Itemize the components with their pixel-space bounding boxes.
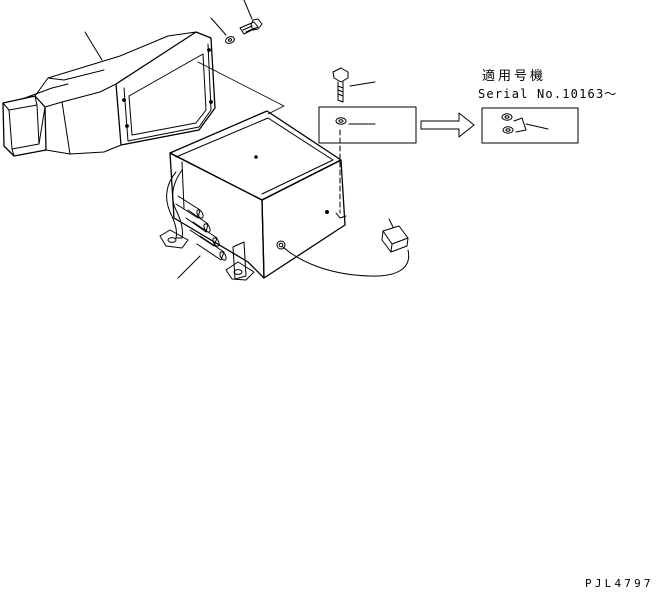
bolt-icon — [239, 18, 263, 35]
drawing-number: PJL4797 — [585, 577, 654, 590]
detail-box-before — [318, 106, 417, 144]
detail-washer-icon — [335, 117, 347, 125]
heater-unit-icon — [169, 110, 346, 280]
detail-bolt-leader-line — [349, 81, 376, 87]
duct-leader-line — [84, 31, 103, 61]
hoses-icon — [166, 169, 227, 261]
applicability-label: 適用号機 — [482, 69, 547, 84]
detail-bolt-icon — [332, 67, 349, 103]
connector-leader-line — [388, 218, 394, 228]
detail-box-after — [481, 107, 579, 144]
after-leader-line — [525, 123, 549, 130]
washer-leader-line — [210, 17, 227, 36]
harness-wire — [282, 246, 410, 277]
mounting-foot-icon — [159, 229, 255, 281]
washer-icon — [225, 36, 235, 44]
hose-leader-line — [177, 255, 201, 279]
after-washer-icon — [501, 113, 514, 134]
duct-guide-line — [197, 61, 285, 115]
arrow-icon — [420, 112, 475, 138]
hidden-bolt-tip — [335, 212, 347, 219]
connector-icon — [381, 225, 409, 253]
bolt-leader-line — [243, 0, 253, 20]
after-clip-icon — [513, 117, 527, 133]
serial-number-label: Serial No.10163～ — [478, 87, 618, 101]
air-duct-icon — [2, 31, 216, 157]
